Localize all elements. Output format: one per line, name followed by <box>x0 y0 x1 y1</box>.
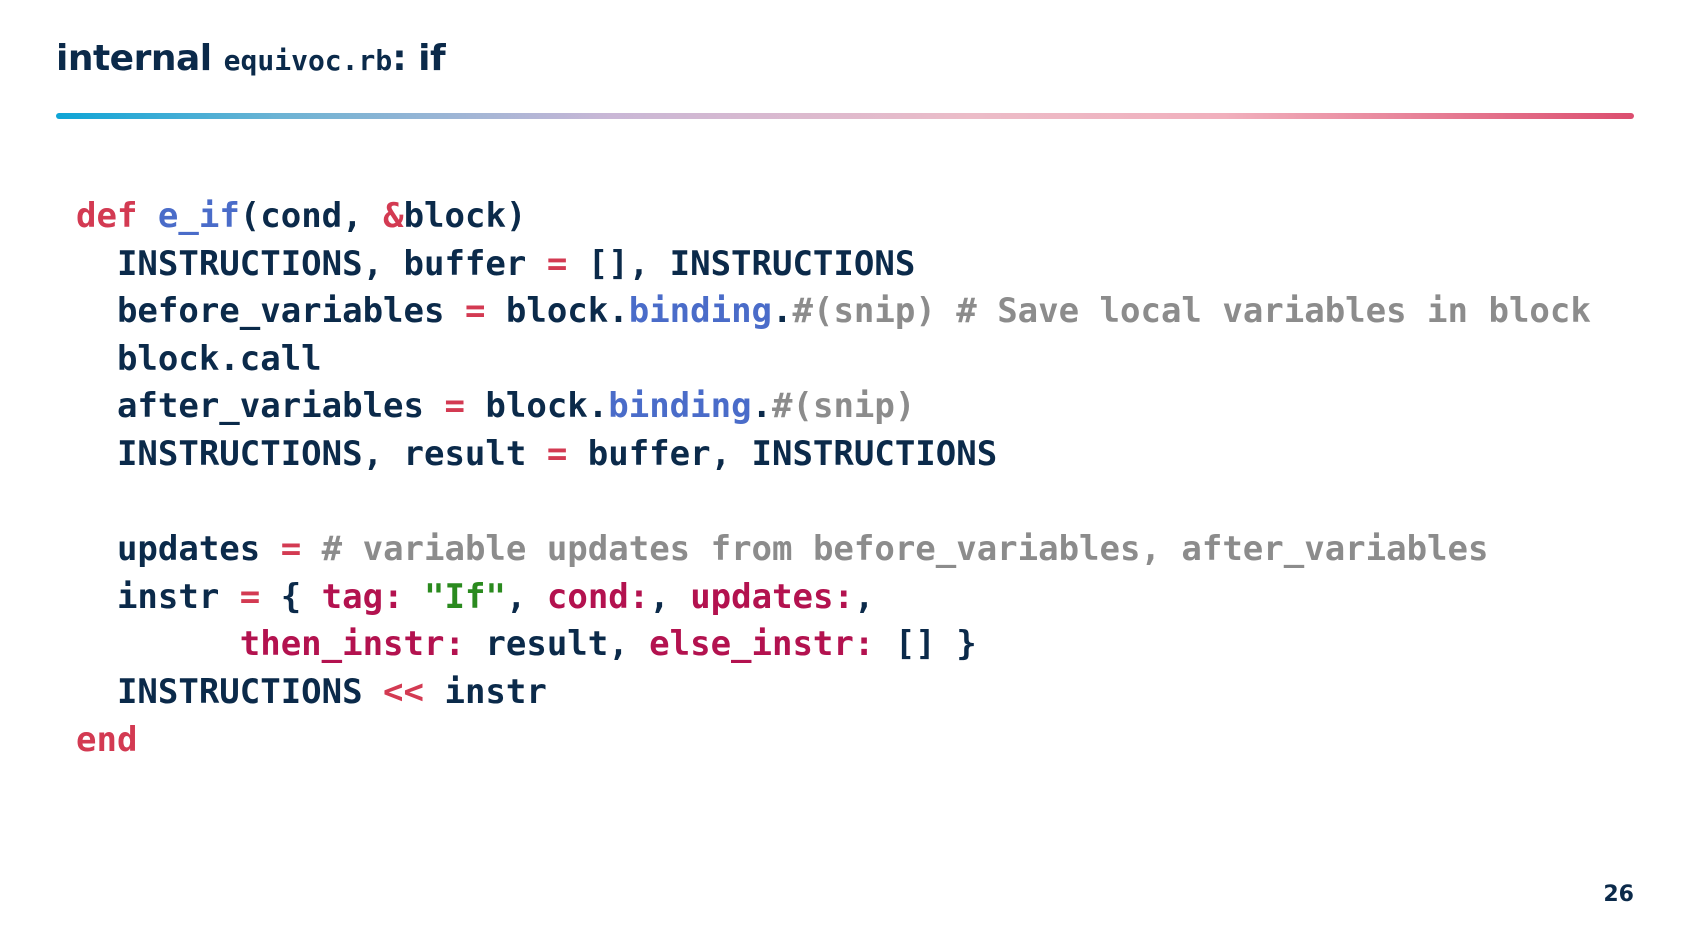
code-line-5: after_variables = block.binding.#(snip) <box>76 383 1591 431</box>
symbol-token: updates: <box>690 576 854 617</box>
code-token: , <box>505 576 547 617</box>
code-line-9: instr = { tag: "If", cond:, updates:, <box>76 574 1591 622</box>
code-token: [], INSTRUCTIONS <box>567 243 916 284</box>
code-token: INSTRUCTIONS, buffer <box>76 243 547 284</box>
code-line-10: then_instr: result, else_instr: [] } <box>76 621 1591 669</box>
code-block: def e_if(cond, &block) INSTRUCTIONS, buf… <box>76 193 1591 764</box>
code-line-2: INSTRUCTIONS, buffer = [], INSTRUCTIONS <box>76 241 1591 289</box>
title-filename: equivoc.rb <box>223 44 393 77</box>
code-token: block. <box>485 291 629 332</box>
code-token: buffer, INSTRUCTIONS <box>567 433 998 474</box>
operator-token: & <box>383 196 404 236</box>
code-token: INSTRUCTIONS, result <box>76 433 547 474</box>
code-token: block) <box>403 196 527 236</box>
code-token: . <box>772 291 793 332</box>
code-token: updates <box>76 529 281 570</box>
code-line-6: INSTRUCTIONS, result = buffer, INSTRUCTI… <box>76 431 1591 479</box>
code-token: instr <box>424 671 547 712</box>
code-token: block.call <box>76 338 322 379</box>
keyword-token: def <box>76 196 138 236</box>
method-token: binding <box>608 386 752 427</box>
code-token: . <box>751 386 773 427</box>
page-number: 26 <box>1603 882 1634 907</box>
comment-token: # variable updates from before_variables… <box>321 529 1489 570</box>
symbol-token: then_instr: <box>239 624 465 665</box>
code-token: block. <box>464 386 609 427</box>
code-token: INSTRUCTIONS <box>76 671 384 712</box>
code-token: after_variables <box>76 386 445 427</box>
title-suffix: : if <box>392 38 446 79</box>
code-token: instr <box>76 576 240 617</box>
comment-token: #(snip) # Save local variables in block <box>792 291 1591 332</box>
code-token: (cond, <box>239 196 384 236</box>
code-token: result, <box>464 624 650 665</box>
symbol-token: cond: <box>546 576 650 617</box>
code-token <box>301 529 321 569</box>
code-token: , <box>853 576 875 617</box>
keyword-token: end <box>76 719 138 760</box>
method-token: e_if <box>157 196 240 236</box>
code-line-11: INSTRUCTIONS << instr <box>76 669 1591 717</box>
code-line-12: end <box>76 717 1591 765</box>
operator-token: = <box>464 291 486 332</box>
operator-token: = <box>444 386 465 427</box>
code-token <box>76 624 240 664</box>
code-line-1: def e_if(cond, &block) <box>76 193 1591 241</box>
code-token <box>404 577 424 617</box>
code-line-8: updates = # variable updates from before… <box>76 526 1591 574</box>
code-token: { <box>260 576 322 617</box>
operator-token: = <box>546 243 568 284</box>
code-line-4: block.call <box>76 336 1591 384</box>
title-prefix: internal <box>56 38 224 79</box>
symbol-token: else_instr: <box>649 624 875 665</box>
code-token: before_variables <box>76 291 465 332</box>
operator-token: = <box>546 433 568 474</box>
code-line-3: before_variables = block.binding.#(snip)… <box>76 288 1591 336</box>
slide-title: internal equivoc.rb: if <box>56 38 446 94</box>
symbol-token: tag: <box>321 576 404 617</box>
operator-token: = <box>239 576 261 617</box>
title-divider <box>56 113 1634 119</box>
comment-token: #(snip) <box>772 386 916 427</box>
operator-token: = <box>280 529 302 570</box>
code-token: [] } <box>874 624 977 665</box>
code-token: , <box>649 576 691 617</box>
method-token: binding <box>628 291 773 332</box>
code-line-7 <box>76 479 1591 527</box>
code-token <box>137 196 157 236</box>
string-token: "If" <box>424 576 506 617</box>
operator-token: << <box>383 671 424 712</box>
